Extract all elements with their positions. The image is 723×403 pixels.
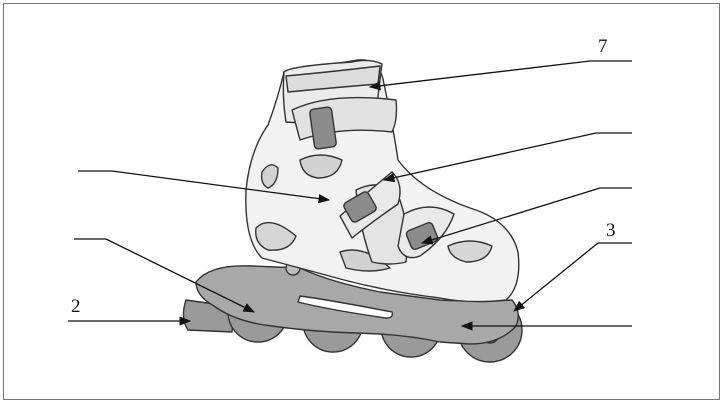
leader-line-blank-e xyxy=(105,238,256,313)
inline-skate-illustration xyxy=(182,59,523,363)
boot-vent xyxy=(447,240,493,263)
leader-line-7 xyxy=(368,60,591,91)
label-7: 7 xyxy=(598,36,608,57)
middle-buckle xyxy=(343,191,377,223)
boot-vent xyxy=(299,154,343,179)
label-3: 3 xyxy=(606,220,616,241)
boot-vent xyxy=(260,164,279,189)
leader-lines xyxy=(68,60,632,331)
leader-line-blank-d xyxy=(111,170,331,204)
diagram-border xyxy=(3,3,720,400)
leader-line-3 xyxy=(513,242,599,312)
boot-vent xyxy=(339,249,391,272)
cuff-buckle xyxy=(309,106,337,150)
frame-slot xyxy=(297,295,394,319)
label-2: 2 xyxy=(71,296,81,317)
leader-line-blank-a xyxy=(382,132,597,183)
leader-line-blank-b xyxy=(420,187,601,245)
boot-vent xyxy=(255,221,297,251)
